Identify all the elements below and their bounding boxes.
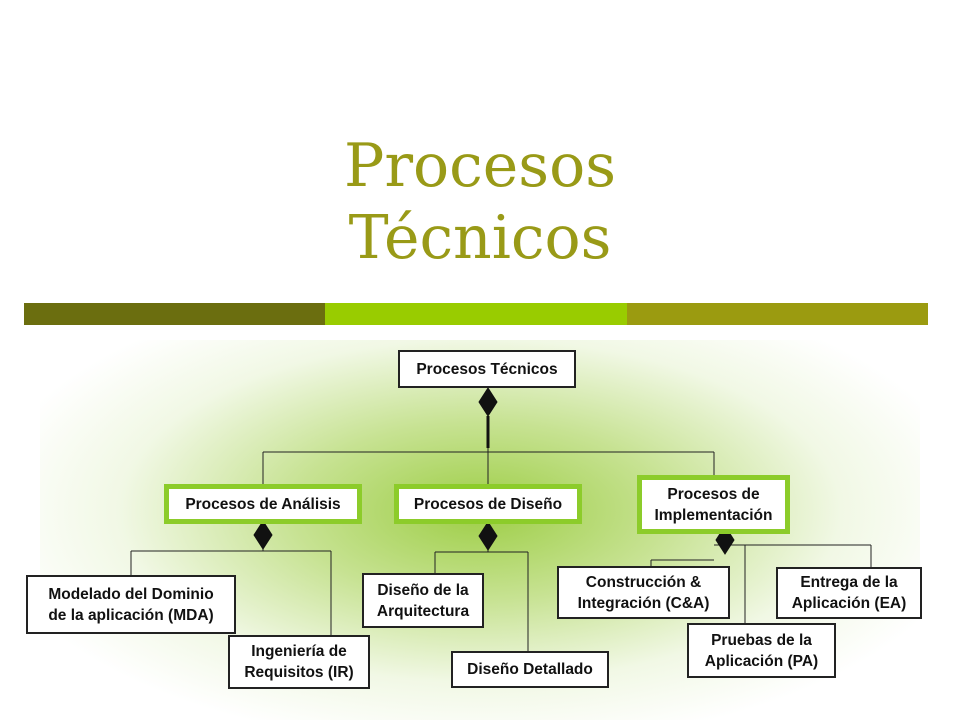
box-construccion-integracion: Construcción & Integración (C&A) [557,566,730,619]
box-diseno-arquitectura: Diseño de la Arquitectura [362,573,484,628]
box-diseno-detallado: Diseño Detallado [451,651,609,688]
aggregation-diamond-design [478,521,498,551]
title-bar-middle [325,303,627,325]
box-modelado-dominio: Modelado del Dominio de la aplicación (M… [26,575,236,634]
title-line-2: Técnicos [348,203,612,273]
slide-title: Procesos Técnicos [0,130,960,274]
box-pruebas-aplicacion: Pruebas de la Aplicación (PA) [687,623,836,678]
box-root: Procesos Técnicos [398,350,576,388]
title-bar-left [24,303,325,325]
box-phase-analisis: Procesos de Análisis [164,484,362,524]
aggregation-diamond-analysis [253,520,273,550]
title-line-1: Procesos [344,131,616,201]
title-bar-right [627,303,928,325]
box-phase-implementacion: Procesos de Implementación [637,475,790,534]
aggregation-diamond-root [478,387,498,417]
box-phase-diseno: Procesos de Diseño [394,484,582,524]
box-entrega-aplicacion: Entrega de la Aplicación (EA) [776,567,922,619]
box-ingenieria-requisitos: Ingeniería de Requisitos (IR) [228,635,370,689]
